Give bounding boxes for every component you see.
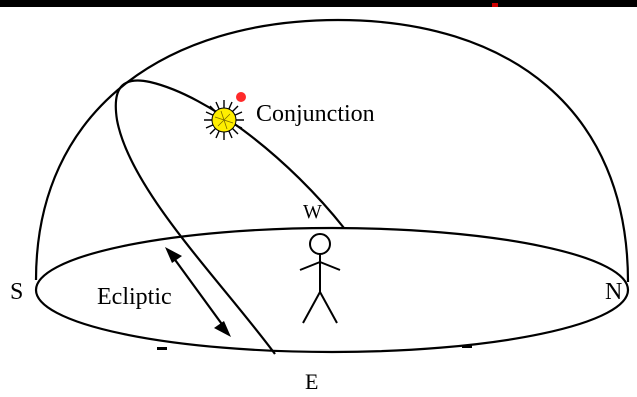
- stick-figure-icon: [300, 234, 340, 323]
- top-bar-red-mark: [492, 3, 498, 7]
- east-label: E: [305, 369, 318, 394]
- conjunction-label: Conjunction: [256, 101, 375, 127]
- celestial-dome: [36, 20, 628, 282]
- ecliptic-arrow: [165, 247, 231, 337]
- sun-icon: [204, 100, 244, 140]
- moon-icon: [236, 92, 246, 102]
- north-label: N: [605, 279, 622, 305]
- west-label: W: [303, 201, 322, 223]
- top-bar: [0, 0, 637, 7]
- south-label: S: [10, 279, 23, 305]
- ecliptic-label: Ecliptic: [97, 284, 172, 310]
